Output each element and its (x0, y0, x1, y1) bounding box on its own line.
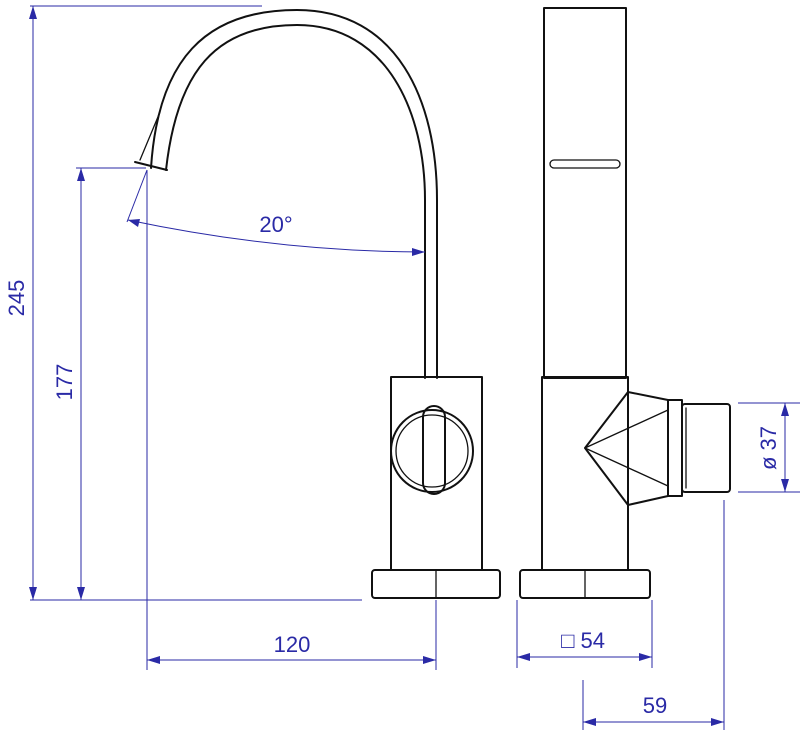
side-view (519, 7, 731, 599)
dimension-59-label: 59 (643, 693, 667, 718)
dimension-37-arrow-bottom (781, 479, 789, 492)
dimension-177-label: 177 (52, 364, 77, 401)
handle-cone-ridge-upper (584, 409, 669, 449)
dimension-177-arrow-bottom (77, 587, 85, 600)
handle-disc-inner (395, 414, 469, 488)
spout-tip-line (139, 111, 161, 161)
dimension-labels: 245 177 20° 120 □ 54 59 ø 37 (4, 212, 781, 718)
handle-collar (667, 399, 683, 497)
dimension-20deg-label: 20° (259, 212, 292, 237)
front-view (134, 9, 501, 599)
dimension-59-arrow-left (583, 718, 596, 726)
spout-tip-cap (134, 161, 168, 171)
side-spout-column (543, 7, 627, 379)
dimension-54-arrow-right (639, 653, 652, 661)
dimension-120-arrow-left (147, 656, 160, 664)
handle-cap (681, 403, 731, 493)
spout-outer-outline (150, 9, 438, 379)
handle-disc-outer (390, 409, 474, 493)
dimension-20deg-arrow-left (128, 219, 140, 227)
dimension-120-label: 120 (274, 632, 311, 657)
dimension-59-arrow-right (711, 718, 724, 726)
dimension-245-arrow-bottom (29, 587, 37, 600)
side-body-block (541, 376, 629, 571)
dimension-245-arrow-top (29, 6, 37, 19)
spout-inner-outline (165, 24, 426, 379)
side-spout-joint-slot (549, 159, 621, 169)
handle-cone (584, 391, 669, 506)
dimension-20deg-arrow-right (412, 248, 425, 256)
dimension-lines (29, 5, 800, 730)
dimension-245-label: 245 (4, 280, 29, 317)
handle-lever (422, 405, 446, 495)
dimension-177-arrow-top (77, 168, 85, 181)
dimension-54-label: □ 54 (561, 628, 605, 653)
handle-cone-ridge-lower (584, 447, 669, 487)
dimension-20deg-arc (127, 219, 426, 253)
dimension-37-arrow-top (781, 403, 789, 416)
dimension-37-label: ø 37 (756, 426, 781, 470)
dimension-54-arrow-left (517, 653, 530, 661)
dimension-120-arrow-right (423, 656, 436, 664)
